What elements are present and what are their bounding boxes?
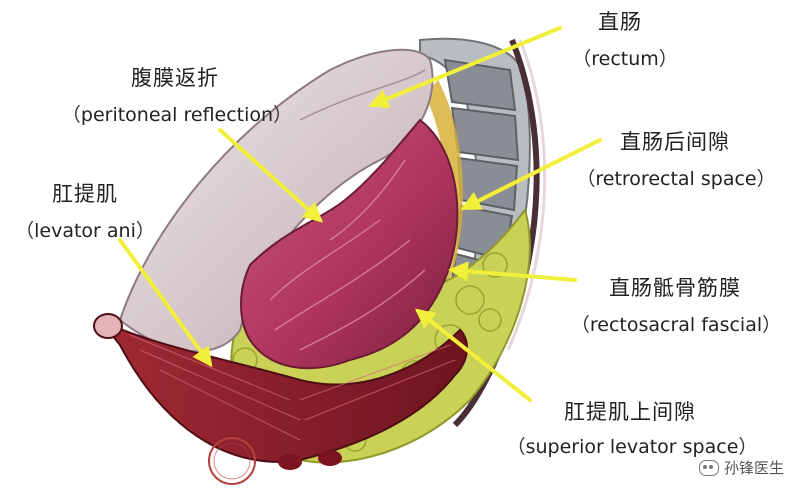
arrow-retrorectal-space xyxy=(460,138,602,210)
label-retrorectal-space-zh: 直肠后间隙 xyxy=(620,130,730,154)
watermark: 孙锋医生 xyxy=(698,457,784,478)
seal-stamp xyxy=(208,437,256,485)
label-peritoneal-reflection-en: peritoneal reflection xyxy=(80,104,274,126)
label-rectosacral-fascial: 直肠骶骨筋膜 xyxy=(580,272,770,302)
label-superior-levator-space-zh: 肛提肌上间隙 xyxy=(564,400,696,424)
label-levator-ani: 肛提肌 xyxy=(25,178,145,208)
label-superior-levator-space-en-row: （superior levator space） xyxy=(506,436,758,458)
rectal-folds xyxy=(269,159,426,351)
label-retrorectal-space: 直肠后间隙 xyxy=(590,126,760,156)
label-peritoneal-reflection-zh: 腹膜返折 xyxy=(131,66,219,90)
label-rectosacral-fascial-en: rectosacral fascial xyxy=(589,314,763,336)
muscle-striations xyxy=(129,334,456,441)
muscle-cut-end xyxy=(93,313,123,339)
label-levator-ani-en-row: （levator ani） xyxy=(15,220,155,242)
wechat-icon xyxy=(698,459,719,476)
label-rectosacral-fascial-zh: 直肠骶骨筋膜 xyxy=(609,276,741,300)
arrow-rectum xyxy=(368,26,562,109)
rectum xyxy=(240,118,459,370)
label-rectum-en-row: （rectum） xyxy=(572,48,678,70)
label-levator-ani-zh: 肛提肌 xyxy=(52,182,118,206)
label-retrorectal-space-en: retrorectal space xyxy=(595,168,757,190)
arrow-rectosacral-fascial xyxy=(448,261,577,282)
watermark-text: 孙锋医生 xyxy=(723,459,784,477)
label-levator-ani-en: levator ani xyxy=(34,220,136,242)
label-rectum-en: rectum xyxy=(591,48,659,70)
label-retrorectal-space-en-row: （retrorectal space） xyxy=(576,168,776,190)
label-superior-levator-space-en: superior levator space xyxy=(525,436,739,458)
label-peritoneal-reflection-en-row: （peritoneal reflection） xyxy=(61,104,293,126)
label-superior-levator-space: 肛提肌上间隙 xyxy=(535,396,725,426)
arrow-levator-ani xyxy=(118,238,213,368)
label-rectum-zh: 直肠 xyxy=(598,10,642,34)
pointer-arrows xyxy=(118,26,602,402)
label-peritoneal-reflection: 腹膜返折 xyxy=(95,62,255,92)
arrow-peritoneal-reflection xyxy=(218,128,323,223)
arrow-superior-levator-space xyxy=(414,308,532,402)
label-rectum: 直肠 xyxy=(565,6,675,36)
label-rectosacral-fascial-en-row: （rectosacral fascial） xyxy=(570,314,782,336)
levator-ani-muscle xyxy=(99,319,468,463)
